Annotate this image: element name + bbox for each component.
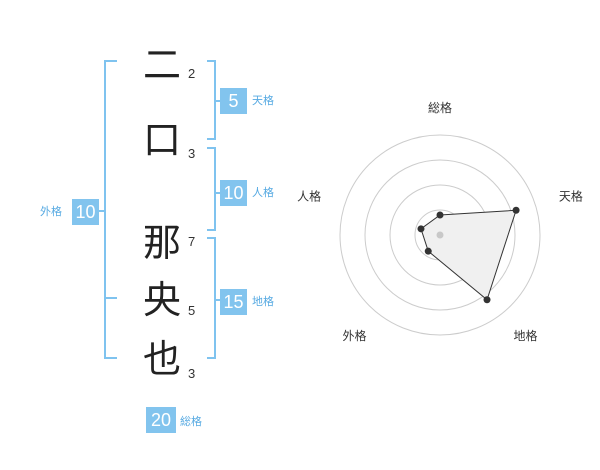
radar-axis-label-2: 天格 xyxy=(559,188,583,203)
chikaku-badge: 15 xyxy=(220,289,247,315)
stroke-count-3: 7 xyxy=(188,234,196,249)
name-char-1: 二 xyxy=(142,43,181,87)
name-char-4: 央 xyxy=(142,278,181,322)
jinkaku-badge: 10 xyxy=(220,180,247,206)
radar-axis-label-3: 地格 xyxy=(513,328,537,343)
radar-axis-label-1: 総格 xyxy=(428,100,452,115)
chikaku-bracket xyxy=(207,237,216,359)
stroke-count-4: 5 xyxy=(188,303,196,318)
stroke-count-1: 2 xyxy=(188,66,196,81)
chikaku-label: 地格 xyxy=(252,295,274,308)
gaikaku-label: 外格 xyxy=(40,205,62,218)
radar-point-5 xyxy=(417,225,425,233)
soukaku-label: 総格 xyxy=(180,415,202,428)
radar-area xyxy=(420,209,517,301)
stroke-count-5: 3 xyxy=(188,366,196,381)
name-char-2: 口 xyxy=(142,118,181,162)
radar-point-1 xyxy=(436,211,444,219)
radar-point-3 xyxy=(483,296,491,304)
jinkaku-bracket xyxy=(207,147,216,231)
tenkaku-badge: 5 xyxy=(220,88,247,114)
soukaku-badge: 20 xyxy=(146,407,176,433)
radar-point-4 xyxy=(424,247,432,255)
gaikaku-bracket xyxy=(104,60,117,359)
name-char-3: 那 xyxy=(142,221,181,265)
radar-center-dot xyxy=(436,231,444,239)
radar-axis-label-5: 人格 xyxy=(297,188,321,203)
radar-ring-3 xyxy=(364,159,516,311)
tenkaku-label: 天格 xyxy=(252,94,274,107)
radar-ring-4 xyxy=(339,134,541,336)
gaikaku-badge: 10 xyxy=(72,199,99,225)
radar-point-2 xyxy=(512,206,520,214)
stroke-count-2: 3 xyxy=(188,146,196,161)
radar-axis-label-4: 外格 xyxy=(343,328,367,343)
jinkaku-label: 人格 xyxy=(252,186,274,199)
name-char-5: 也 xyxy=(142,337,181,381)
